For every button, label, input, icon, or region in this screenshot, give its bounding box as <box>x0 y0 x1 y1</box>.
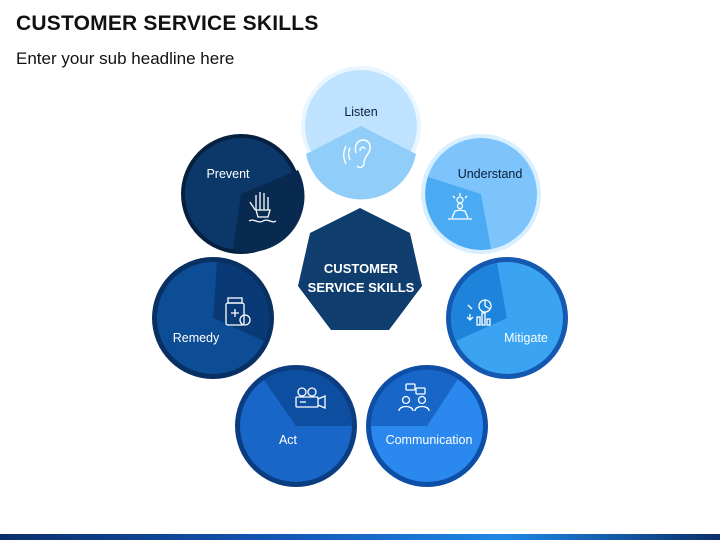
slide-title: CUSTOMER SERVICE SKILLS <box>16 12 319 35</box>
skill-communication: Communication <box>366 365 488 487</box>
skill-prevent: Prevent <box>181 134 305 254</box>
meditation-idea-icon <box>448 193 472 220</box>
skill-understand: Understand <box>421 134 541 254</box>
skill-understand-label: Understand <box>458 167 523 181</box>
video-camera-icon <box>295 387 326 409</box>
skill-understand-wedge <box>425 177 491 250</box>
people-chat-icon <box>398 383 430 412</box>
skill-act: Act <box>235 365 357 487</box>
ear-icon <box>343 139 371 169</box>
analytics-chart-icon <box>466 299 492 326</box>
skill-mitigate-wedge <box>451 263 507 341</box>
bottom-accent-bar <box>0 534 720 540</box>
skill-prevent-wedge <box>233 170 305 253</box>
skill-remedy-label: Remedy <box>173 331 220 345</box>
center-label-line2: SERVICE SKILLS <box>308 280 415 295</box>
skill-remedy-wedge <box>213 262 270 341</box>
center-label-line1: CUSTOMER <box>324 261 399 276</box>
skill-act-wedge <box>264 369 353 426</box>
skill-communication-label: Communication <box>386 433 473 447</box>
slide-subtitle: Enter your sub headline here <box>16 49 235 68</box>
skill-mitigate-label: Mitigate <box>504 331 548 345</box>
center-heptagon <box>298 208 422 330</box>
skill-communication-wedge <box>370 369 458 426</box>
skill-mitigate: Mitigate <box>446 257 568 379</box>
skill-listen-wedge <box>306 126 416 200</box>
skill-remedy: Remedy <box>152 257 274 379</box>
stop-hand-icon <box>248 192 277 223</box>
skill-listen-label: Listen <box>344 105 377 119</box>
medicine-bottle-icon <box>225 297 251 326</box>
skill-prevent-label: Prevent <box>206 167 250 181</box>
skill-listen: Listen <box>301 66 421 200</box>
skill-act-label: Act <box>279 433 298 447</box>
